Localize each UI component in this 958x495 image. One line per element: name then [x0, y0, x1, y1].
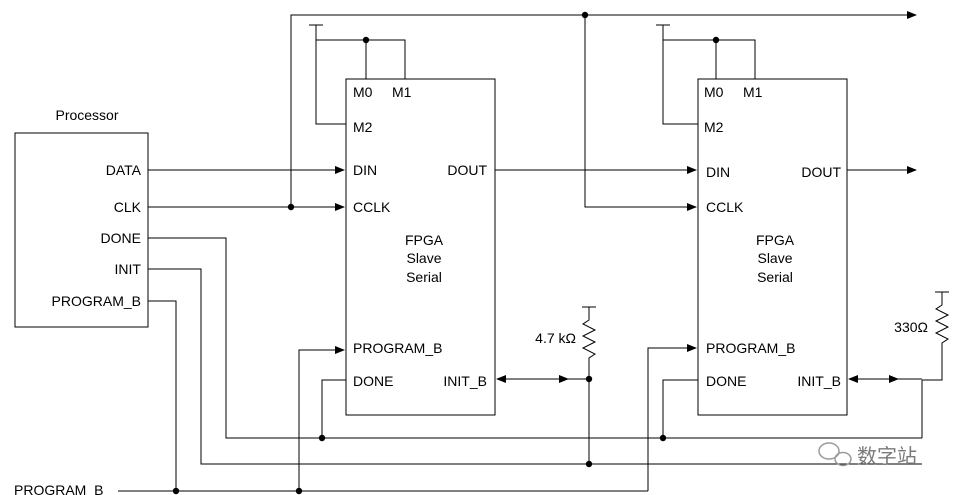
external-program-b-label: PROGRAM_B [14, 482, 103, 495]
fpga2-done-wire [662, 379, 698, 438]
fpga2-m0-label: M0 [704, 84, 724, 100]
fpga2-init-b-label: INIT_B [797, 373, 841, 389]
fpga1-program-b-wire [298, 346, 345, 491]
junction-dot [172, 487, 180, 495]
r1-value-label: 4.7 kΩ [535, 330, 576, 346]
junction-dot [581, 11, 589, 19]
fpga1-done-wire [321, 379, 346, 438]
fpga2-title-line1: FPGA [756, 232, 795, 248]
fpga1-ground-stub [309, 24, 323, 40]
fpga2-program-b-wire [647, 344, 697, 491]
processor-done-label: DONE [101, 230, 141, 246]
junction-dot [585, 375, 593, 383]
fpga2-cclk-label: CCLK [706, 199, 744, 215]
fpga2-program-b-label: PROGRAM_B [706, 340, 795, 356]
processor-data-label: DATA [106, 162, 142, 178]
fpga2-m2-wire [662, 40, 698, 125]
junction-dot [287, 203, 295, 211]
init-net [148, 268, 922, 465]
fpga2-dout-label: DOUT [801, 164, 841, 180]
fpga2-cclk-net [584, 15, 697, 211]
fpga2-ground-stub [656, 24, 670, 40]
fpga1-dout-label: DOUT [447, 162, 487, 178]
fpga1-program-b-label: PROGRAM_B [353, 340, 442, 356]
processor-clk-label: CLK [114, 199, 142, 215]
fpga2-title-line3: Serial [757, 269, 793, 285]
fpga2-m1-wire [663, 39, 756, 79]
junction-dot [712, 36, 720, 44]
watermark: 数字站 [818, 442, 917, 468]
fpga2-din-label: DIN [706, 164, 730, 180]
junction-dot [362, 36, 370, 44]
fpga2-m2-label: M2 [704, 119, 724, 135]
fpga1-m2-wire [315, 40, 346, 125]
fpga1-cclk-label: CCLK [353, 199, 391, 215]
processor-program-b-label: PROGRAM_B [52, 293, 141, 309]
cclk-bus-riser [290, 11, 917, 207]
fpga1-done-label: DONE [353, 373, 393, 389]
fpga1-din-label: DIN [353, 162, 377, 178]
processor-title: Processor [55, 107, 118, 123]
fpga2-title-line2: Slave [757, 250, 792, 266]
junction-dot [585, 460, 593, 468]
fpga2-box [697, 78, 848, 416]
fpga1-m1-wire [316, 39, 406, 79]
fpga1-m0-label: M0 [353, 84, 373, 100]
r2-resistor [922, 292, 950, 381]
fpga1-title-line1: FPGA [405, 232, 444, 248]
processor-box [14, 132, 149, 328]
processor-init-label: INIT [115, 261, 142, 277]
fpga1-box [345, 78, 496, 416]
junction-dot [295, 487, 303, 495]
done-net [148, 237, 922, 439]
fpga1-m1-label: M1 [392, 84, 412, 100]
junction-dot [318, 434, 326, 442]
fpga1-m2-label: M2 [353, 119, 373, 135]
fpga1-init-b-label: INIT_B [443, 373, 487, 389]
fpga2-done-label: DONE [706, 373, 746, 389]
r1-resistor [581, 307, 597, 362]
fpga2-m1-label: M1 [743, 84, 763, 100]
program-b-processor-net [148, 300, 177, 491]
chat-bubble-icon [818, 442, 852, 467]
r2-value-label: 330Ω [894, 319, 928, 335]
fpga1-title-line2: Slave [406, 250, 441, 266]
fpga1-title-line3: Serial [406, 269, 442, 285]
watermark-text: 数字站 [857, 445, 917, 468]
junction-dot [659, 434, 667, 442]
